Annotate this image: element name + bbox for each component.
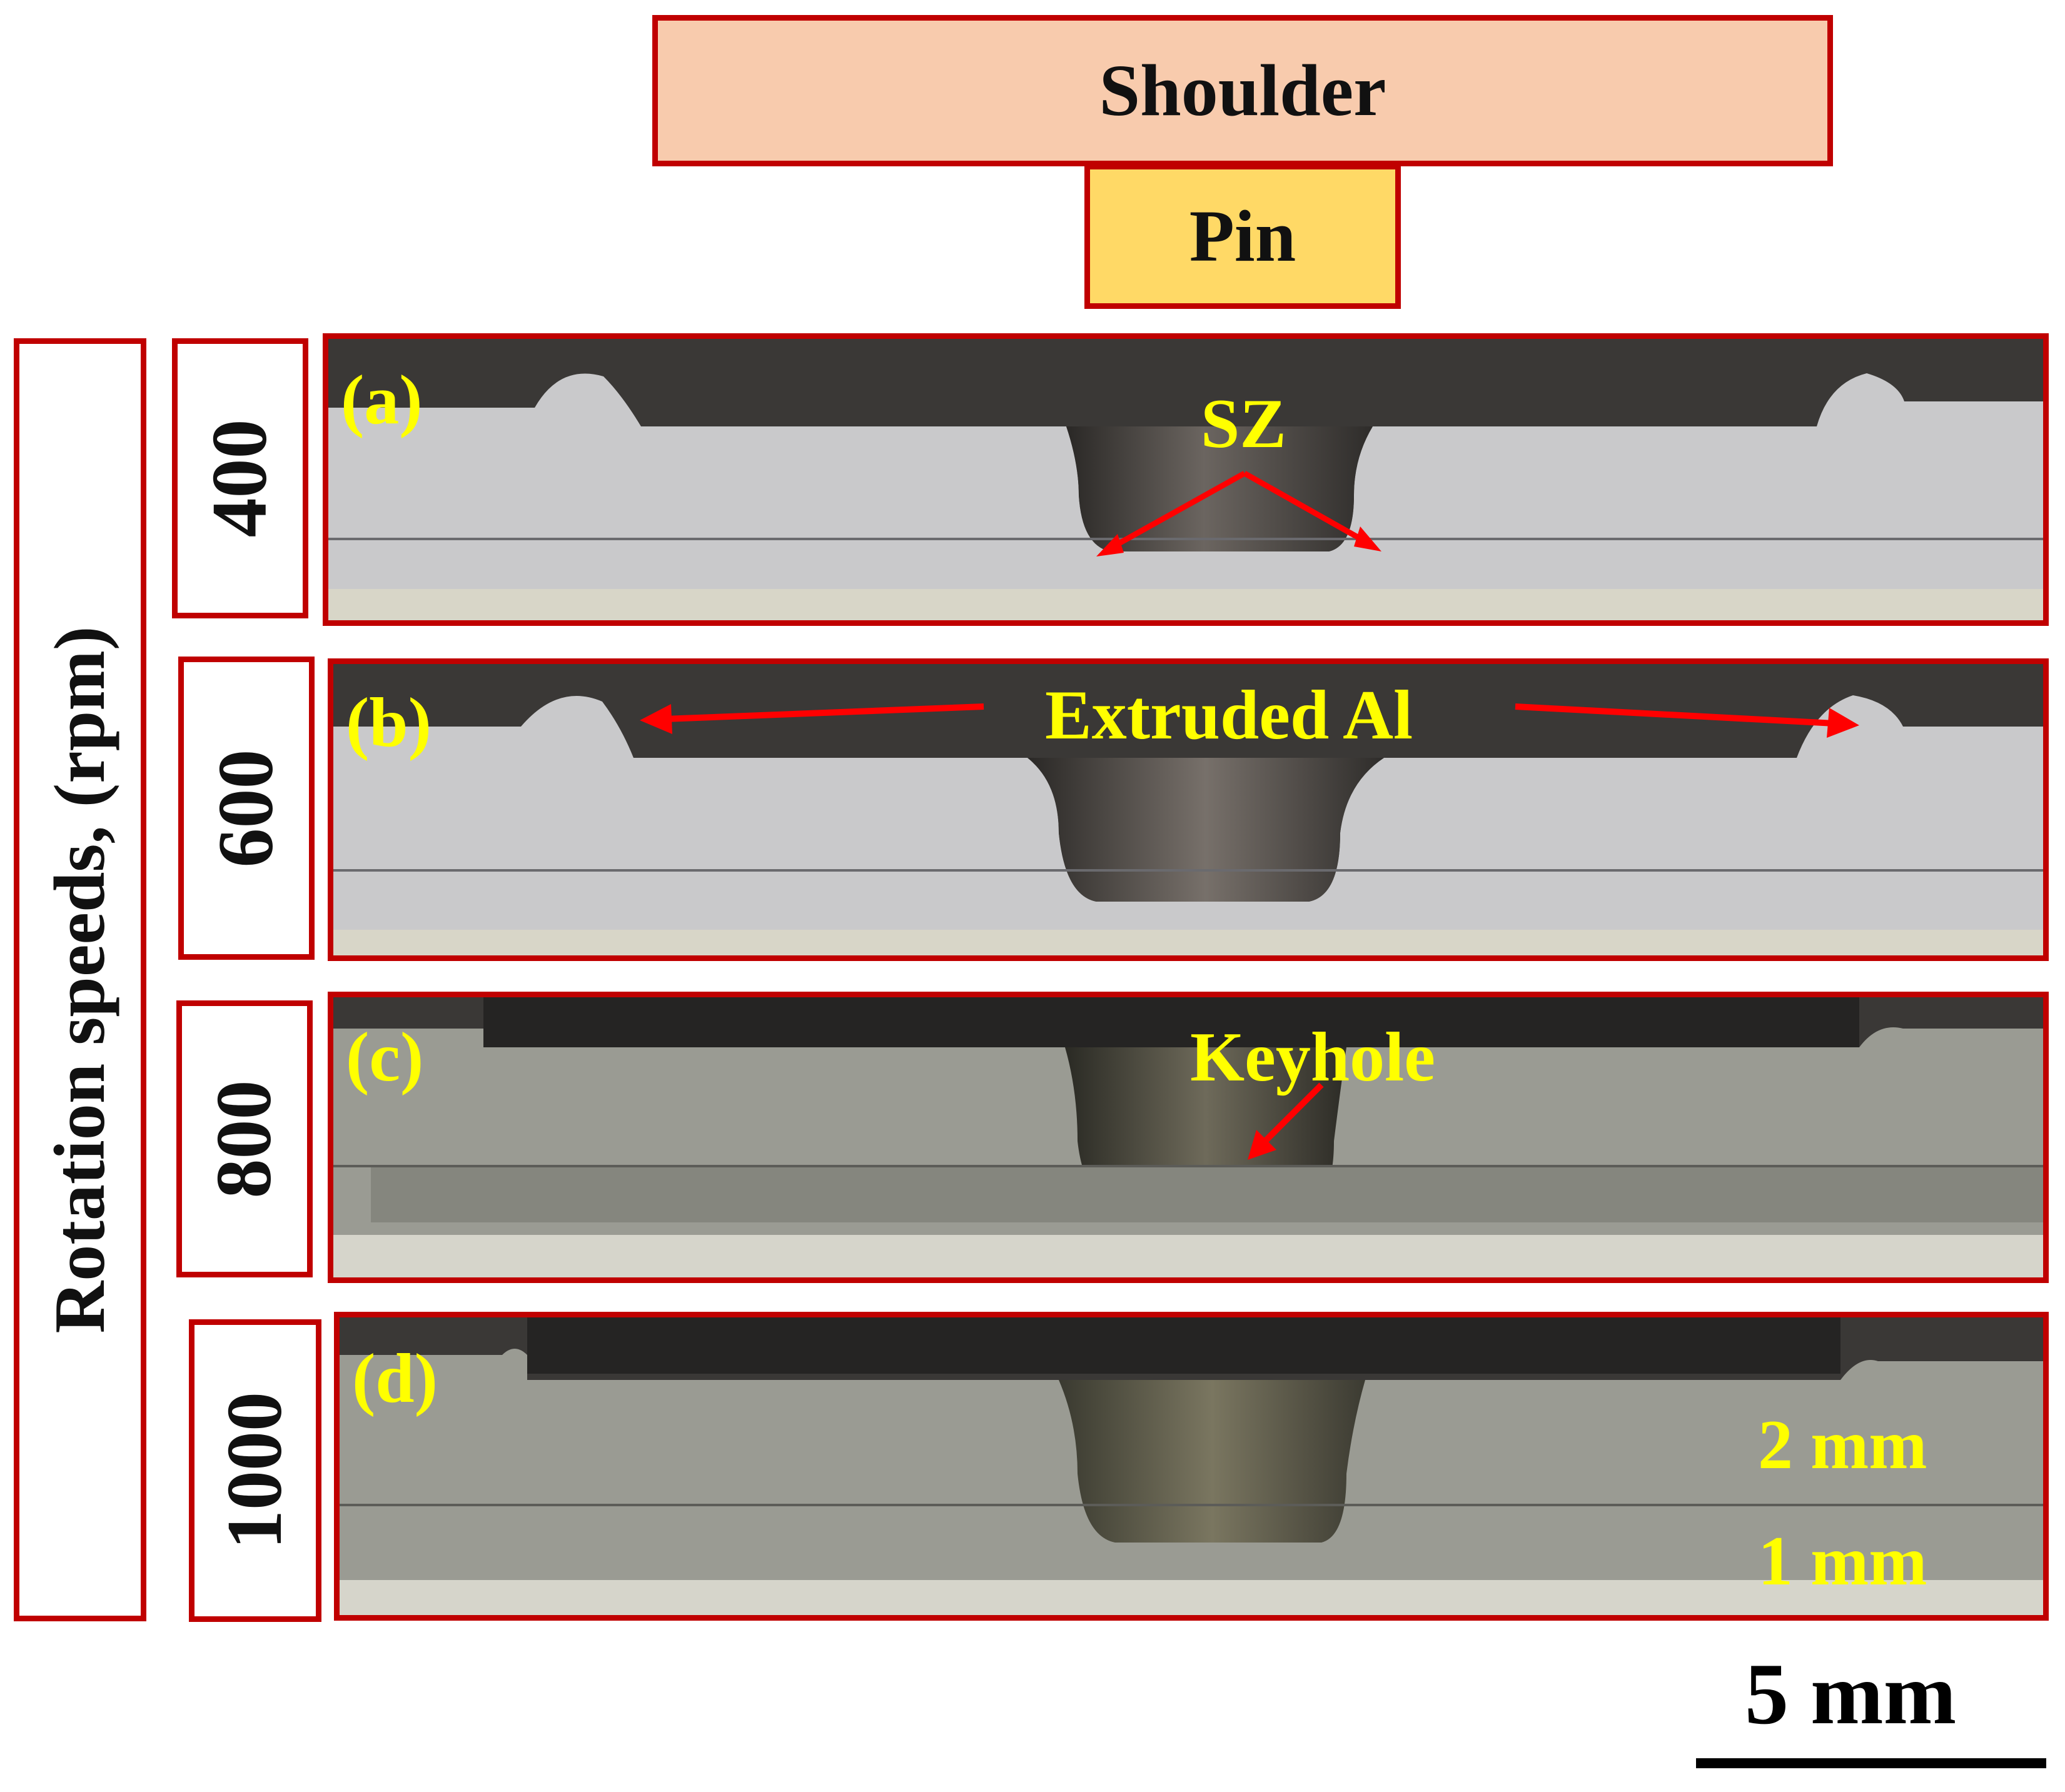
scale-bar [1696,1758,2046,1768]
pin-label: Pin [1189,195,1296,277]
panel-tag-d: (d) [352,1340,438,1417]
speed-label-1000: 1000 [211,1392,298,1549]
cross-section-image-b [333,664,2043,955]
pin-box: Pin [1084,164,1401,309]
cross-section-panel-b: (b) Extruded Al [328,658,2049,961]
lower-thickness-label: 1 mm [1758,1523,1927,1600]
upper-thickness-label: 2 mm [1758,1406,1927,1484]
speed-label-600: 600 [203,749,290,867]
scale-bar-label: 5 mm [1745,1646,1957,1743]
cross-section-image-a [328,339,2043,620]
panel-tag-c: (c) [346,1019,424,1096]
speed-box-600: 600 [178,657,315,960]
cross-section-image-d [340,1317,2043,1615]
speed-label-800: 800 [201,1080,288,1198]
cross-section-panel-c: (c) Keyhole [328,992,2049,1283]
panel-tag-a: (a) [341,361,423,439]
speed-box-1000: 1000 [189,1319,321,1622]
shoulder-box: Shoulder [652,15,1833,166]
cross-section-image-c [333,997,2043,1277]
speed-box-400: 400 [172,338,308,618]
cross-section-panel-d: (d) 2 mm 1 mm [334,1312,2049,1621]
rotation-speed-axis-box: Rotation speeds, (rpm) [14,338,146,1621]
keyhole-label: Keyhole [1190,1019,1435,1096]
sz-arrows [1096,471,1381,556]
cross-section-panel-a: (a) SZ [323,333,2049,626]
rotation-speed-axis-label: Rotation speeds, (rpm) [40,626,120,1334]
speed-box-800: 800 [176,1000,313,1277]
sz-label: SZ [1201,385,1286,463]
panel-tag-b: (b) [346,684,432,762]
extruded-al-label: Extruded Al [1045,677,1413,754]
speed-label-400: 400 [196,419,283,538]
shoulder-label: Shoulder [1099,49,1386,131]
